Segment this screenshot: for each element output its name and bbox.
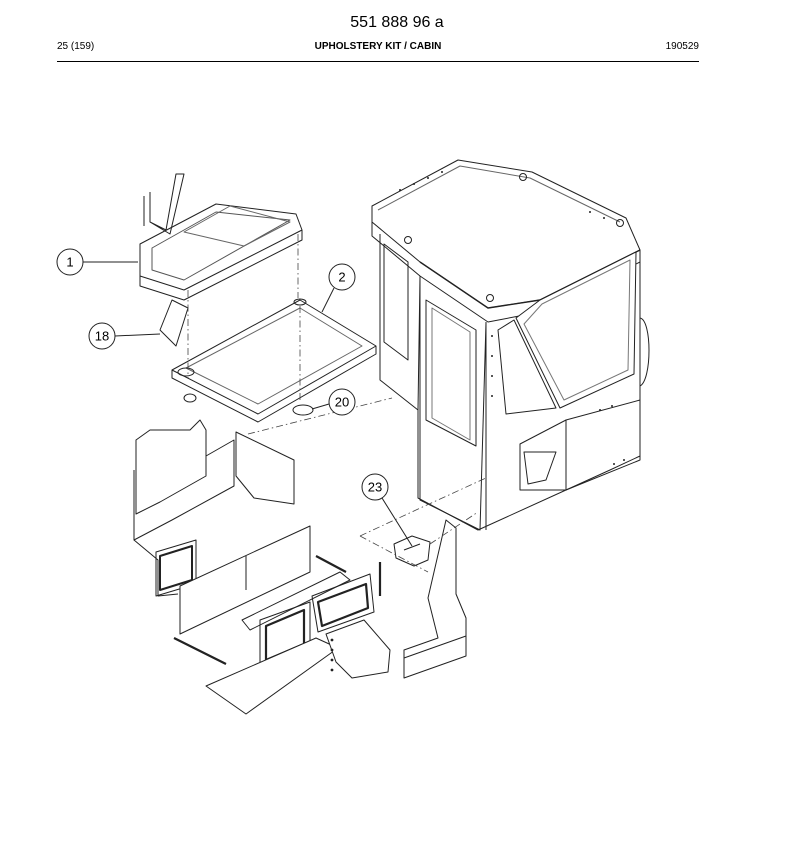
header-rule [57,61,699,62]
page-reference: 25 (159) [57,41,95,52]
date-code: 190529 [665,41,699,52]
part-panel [171,298,377,423]
cabin-body [371,159,650,531]
part-rear-wall-panels [133,419,391,715]
part-side-console [393,519,467,679]
callout-1-label: 1 [66,255,73,270]
part-roof-liner [139,173,303,347]
page-header: 25 (159) UPHOLSTERY KIT / CABIN 190529 [57,41,699,55]
callout-2-label: 2 [338,270,345,285]
callout-23-label: 23 [368,480,382,495]
callout-18: 18 [88,322,161,350]
callout-20: 20 [311,388,356,416]
section-title: UPHOLSTERY KIT / CABIN [314,41,442,52]
callout-1: 1 [56,248,138,276]
part-round-cap-2 [183,393,197,403]
callout-23: 23 [361,473,413,547]
callout-20-label: 20 [335,395,349,410]
callout-18-label: 18 [95,329,109,344]
part-round-cap [292,404,314,416]
assembly-lines [187,234,487,573]
document-number: 551 888 96 a [350,14,444,31]
callout-2: 2 [321,263,356,313]
